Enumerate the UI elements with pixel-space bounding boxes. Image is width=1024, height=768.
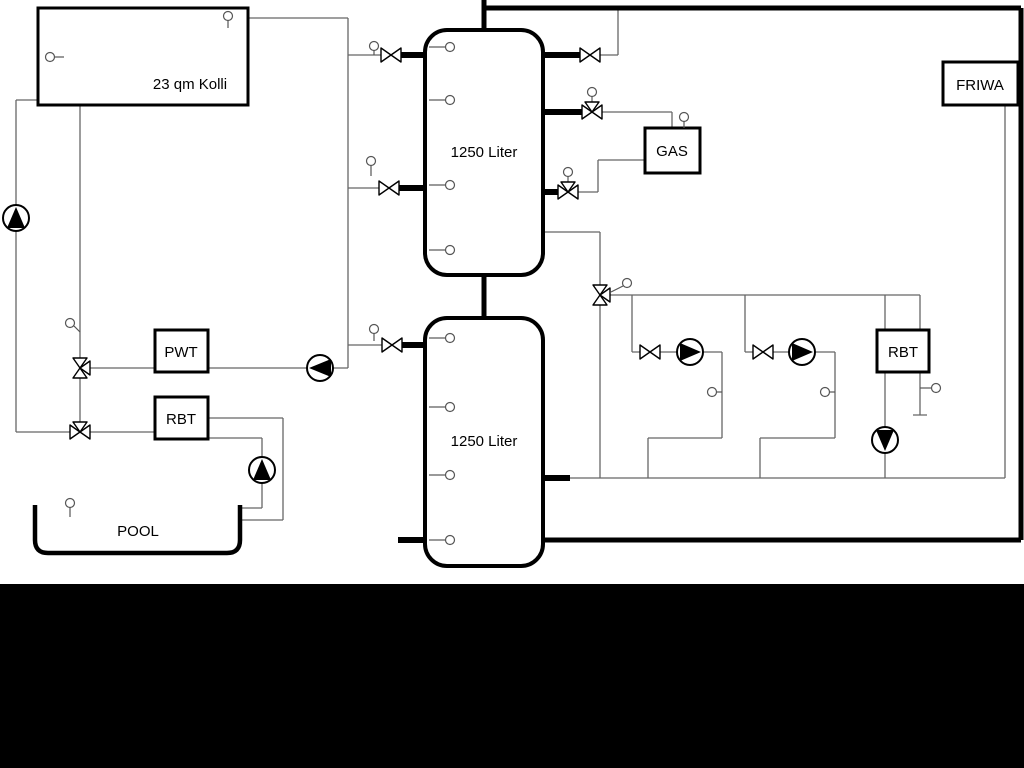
rbt-left-label: RBT [166, 411, 196, 428]
rbt-left-box: RBT [153, 395, 210, 441]
gas-boiler-box: GAS [643, 126, 702, 175]
sensor-icon [368, 40, 380, 55]
sensor-icon [920, 382, 942, 394]
valve-icon [752, 344, 774, 360]
three-way-valve-icon [592, 284, 611, 306]
friwa-label: FRIWA [956, 77, 1004, 94]
pump-icon [2, 204, 30, 232]
three-way-valve-icon [72, 357, 91, 379]
three-way-valve-icon [557, 181, 579, 200]
sensor-icon [64, 317, 81, 333]
sensor-icon [222, 10, 234, 28]
valve-icon [381, 337, 403, 353]
valve-icon [579, 47, 601, 63]
sensor-icon [429, 179, 456, 191]
sensor-icon [64, 497, 76, 517]
sensor-icon [429, 401, 456, 413]
schematic-canvas: 23 qm Kolli 1250 Liter 1250 Liter GAS FR… [2, 0, 1024, 568]
upper-tank-label: 1250 Liter [451, 144, 518, 161]
sensor-icon [429, 534, 456, 546]
gas-boiler-label: GAS [656, 143, 688, 160]
schematic-area: 23 qm Kolli 1250 Liter 1250 Liter GAS FR… [0, 0, 1024, 584]
collector-box: 23 qm Kolli [36, 6, 250, 107]
sensor-icon [586, 86, 598, 98]
valve-icon [639, 344, 661, 360]
sensor-icon [706, 386, 722, 398]
lower-tank: 1250 Liter [423, 316, 545, 568]
sensor-icon [429, 244, 456, 256]
three-way-valve-icon [581, 101, 603, 120]
rbt-right-box: RBT [875, 328, 931, 374]
valve-icon [380, 47, 402, 63]
sensor-icon [610, 277, 633, 293]
pipes-thin [15, 8, 1006, 521]
pwt-box: PWT [153, 328, 210, 374]
sensor-icon [678, 111, 690, 128]
sensor-icon [368, 323, 380, 341]
pool-label: POOL [117, 523, 159, 540]
pipes-thick [398, 0, 1024, 543]
lower-tank-label: 1250 Liter [451, 433, 518, 450]
sensor-icon [429, 94, 456, 106]
rbt-right-label: RBT [888, 344, 918, 361]
sensor-icon [819, 386, 835, 398]
sensor-icon [365, 155, 377, 176]
sensor-icon [429, 469, 456, 481]
pump-icon [306, 354, 334, 382]
pump-icon [248, 456, 276, 484]
sensor-icon [562, 166, 574, 178]
upper-tank: 1250 Liter [423, 28, 545, 277]
friwa-box: FRIWA [941, 60, 1020, 107]
pwt-label: PWT [164, 344, 197, 361]
sensor-icon [44, 51, 64, 63]
sensor-icon [429, 332, 456, 344]
sensor-icon [429, 41, 456, 53]
three-way-valve-icon [69, 421, 91, 440]
collector-label: 23 qm Kolli [153, 76, 227, 93]
pump-icon [676, 338, 704, 366]
valve-icon [378, 180, 400, 196]
pool-basin: POOL [32, 505, 243, 556]
bottom-black-bar [0, 584, 1024, 768]
pump-icon [788, 338, 816, 366]
pump-icon [871, 426, 899, 454]
